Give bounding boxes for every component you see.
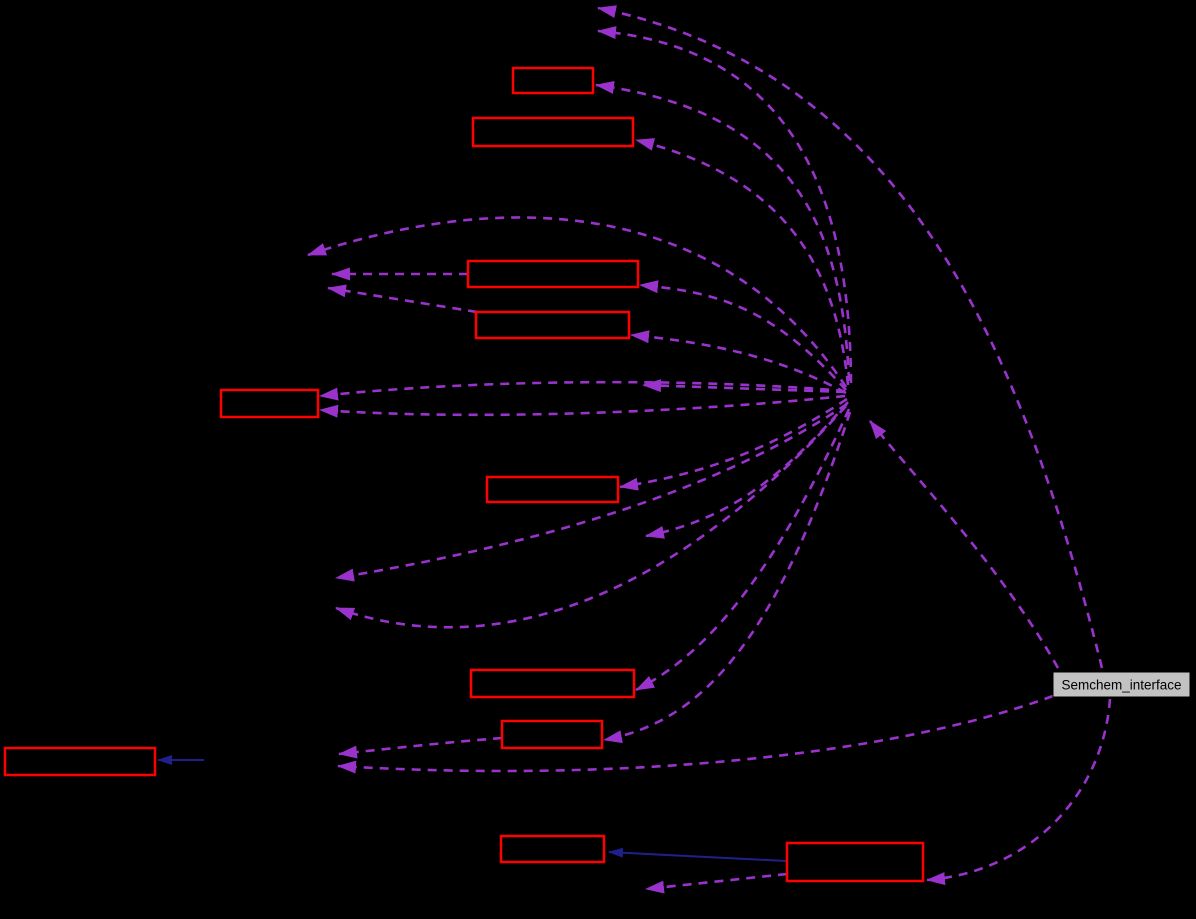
class-node-box6[interactable] [485, 475, 620, 504]
edge-hub-left1 [307, 216, 848, 388]
edge-semchem-box11 [926, 698, 1112, 886]
edge-hub-box5 [319, 394, 846, 418]
edge-hub-box5 [319, 380, 846, 401]
edges-layer [157, 5, 1112, 894]
edge-hub-mid1 [642, 379, 846, 394]
class-node-box5[interactable] [219, 388, 320, 419]
edge-hub-box3 [639, 280, 847, 391]
node-semchem-interface[interactable] [1052, 671, 1191, 698]
class-node-box10[interactable] [499, 834, 606, 864]
edge-hub-box8 [603, 411, 852, 744]
class-node-box11[interactable] [785, 841, 925, 883]
class-node-box3[interactable] [466, 259, 640, 289]
edge-box4-left3 [327, 284, 478, 314]
edge-box11-bottom [645, 872, 788, 894]
class-node-box8[interactable] [500, 719, 604, 750]
class-node-box9[interactable] [3, 746, 157, 777]
class-node-box2[interactable] [471, 116, 635, 148]
edge-semchem-hub [868, 420, 1060, 669]
edge-hub-box2 [635, 138, 850, 386]
edge-hub-box1 [595, 80, 851, 382]
edge-hub-box7 [635, 408, 851, 692]
edge-hub-box6 [619, 397, 848, 491]
class-node-box7[interactable] [469, 668, 636, 699]
class-node-box4[interactable] [474, 310, 631, 340]
edge-semchem-top1 [597, 5, 1104, 669]
edge-hub-top2 [597, 26, 853, 384]
edge-hub-left4 [335, 402, 848, 582]
edge-hub-box4 [630, 330, 847, 395]
class-node-box1[interactable] [511, 66, 595, 95]
edge-semchem-left7 [337, 694, 1054, 774]
node-label-semchem: Semchem_interface [1061, 678, 1181, 693]
nodes-layer: Semchem_interface [3, 66, 1191, 883]
edge-box8-left6 [338, 736, 503, 759]
edge-hub-left5 [335, 405, 847, 629]
edge-box11-box10 [608, 847, 787, 862]
